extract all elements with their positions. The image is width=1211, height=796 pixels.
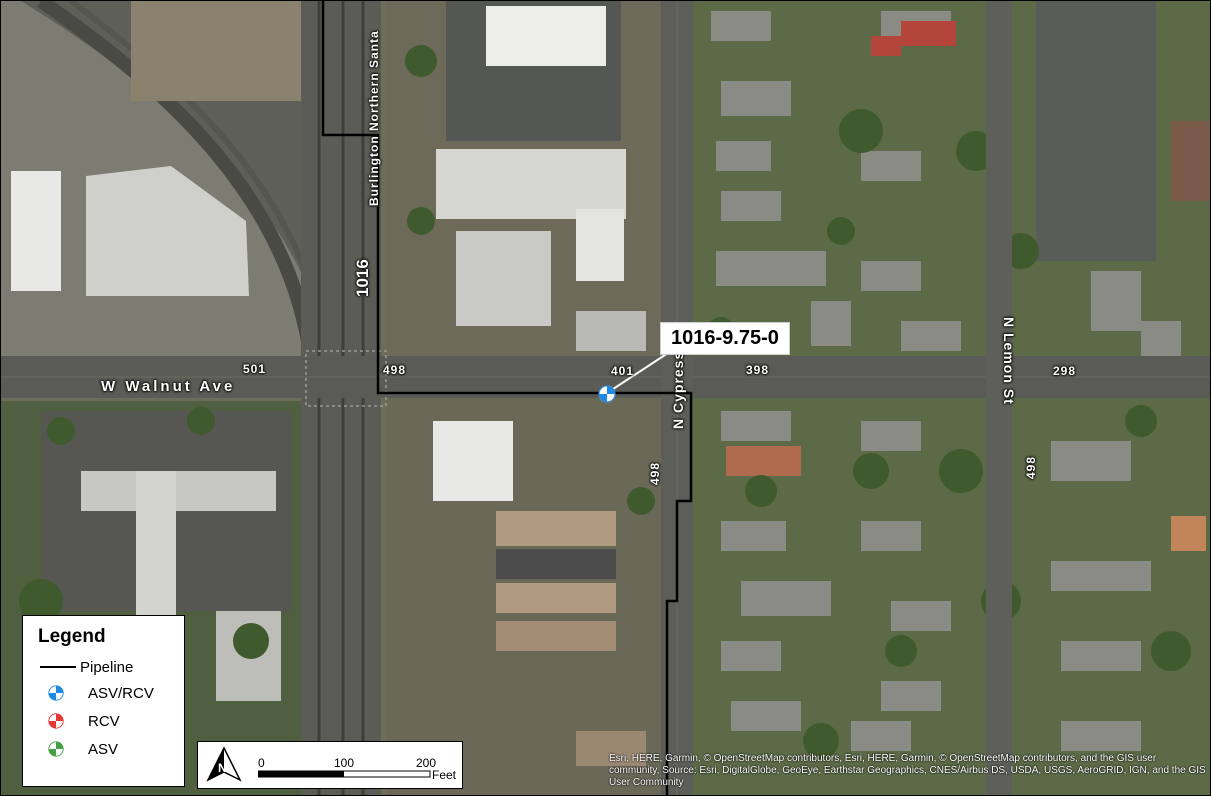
scale-tick-label: 0 <box>258 756 265 770</box>
legend-item-asv: ASV <box>36 738 118 760</box>
scale-tick-label: 200 <box>416 756 437 770</box>
asv-rcv-valve-icon[interactable] <box>597 384 617 404</box>
legend-item-label: ASV/RCV <box>88 684 154 702</box>
valve-id-callout: 1016-9.75-0 <box>661 323 789 354</box>
scale-bar-graphic <box>258 770 431 778</box>
route-label: 1016 <box>353 259 372 297</box>
address-label: 501 <box>243 362 267 376</box>
pipeline-route <box>321 1 693 795</box>
legend-panel: Legend Pipeline ASV/RCV RCV ASV <box>22 615 185 787</box>
legend-item-pipeline: Pipeline <box>36 656 133 678</box>
street-label-walnut: W Walnut Ave <box>101 378 236 395</box>
legend-title: Legend <box>38 626 106 647</box>
address-label: 401 <box>611 364 635 378</box>
legend-item-label: Pipeline <box>80 658 134 676</box>
address-label: 498 <box>383 363 407 377</box>
street-label-lemon: N Lemon St <box>1001 317 1017 405</box>
legend-item-rcv: RCV <box>36 710 120 732</box>
street-label-railroad: Burlington Northern Santa <box>367 30 381 206</box>
scale-tick-label: 100 <box>334 756 355 770</box>
asv-valve-icon <box>48 741 64 757</box>
svg-text:N: N <box>218 761 227 775</box>
address-label: 298 <box>1053 364 1077 378</box>
pipeline-line-icon <box>40 666 76 668</box>
legend-item-asv-rcv: ASV/RCV <box>36 682 154 704</box>
legend-item-label: RCV <box>88 712 120 730</box>
map-attribution: Esri, HERE, Garmin, © OpenStreetMap cont… <box>609 753 1206 788</box>
rcv-valve-icon <box>48 713 64 729</box>
legend-item-label: ASV <box>88 740 119 758</box>
scale-bar: N 0 100 200 Feet <box>197 741 463 789</box>
address-label: 498 <box>1024 455 1038 479</box>
asv-rcv-valve-icon <box>48 685 64 701</box>
scale-unit-label: Feet <box>432 768 457 782</box>
north-arrow-icon: N <box>206 746 242 782</box>
address-label: 498 <box>648 461 662 485</box>
address-label: 398 <box>746 363 770 377</box>
